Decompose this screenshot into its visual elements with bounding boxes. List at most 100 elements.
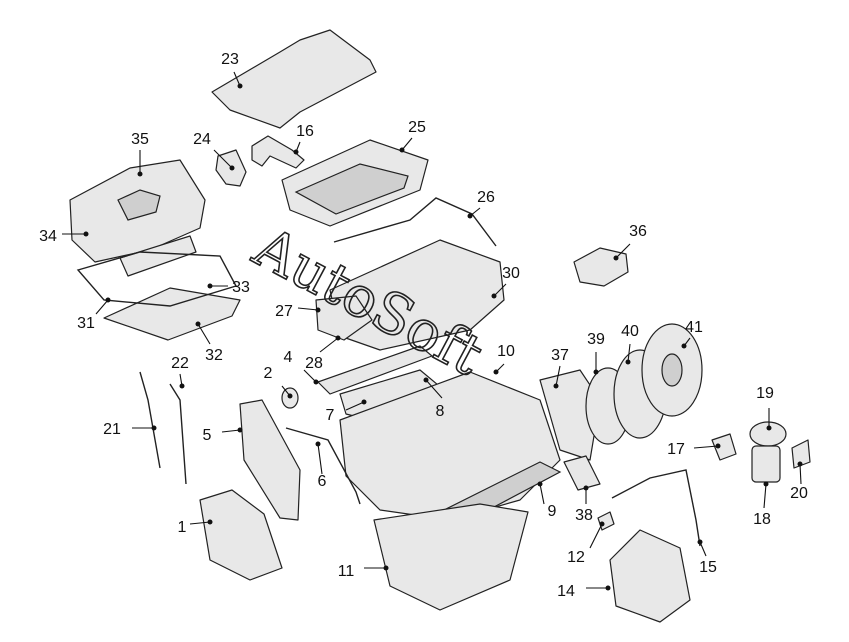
callout-leader-32 [197, 323, 211, 345]
callout-dot-9 [537, 481, 543, 487]
callout-number-4: 4 [284, 349, 293, 366]
callout-dot-27 [315, 307, 321, 313]
callout-number-12: 12 [567, 549, 585, 566]
callout-number-37: 37 [551, 347, 569, 364]
callout-number-2: 2 [264, 365, 273, 382]
upper-hose-part [251, 135, 305, 169]
callout-leader-37 [555, 365, 561, 387]
callout-dot-39 [593, 369, 599, 375]
small-bracket-part [791, 439, 811, 469]
callout-dot-4 [313, 379, 319, 385]
callout-leader-4 [303, 369, 317, 383]
intake-frame-part [76, 251, 238, 307]
callout-leader-17 [693, 445, 719, 449]
callout-number-6: 6 [318, 473, 327, 490]
filter-head-part [749, 421, 787, 447]
callout-dot-32 [195, 321, 201, 327]
callout-leader-6 [317, 443, 323, 475]
engine-cover-part [211, 29, 377, 129]
callout-dot-1 [207, 519, 213, 525]
timing-belt-part [285, 427, 361, 505]
bracket-part [563, 455, 601, 491]
callout-dot-10 [493, 369, 499, 375]
callout-number-19: 19 [756, 385, 774, 402]
callout-number-41: 41 [685, 319, 703, 336]
callout-dot-14 [605, 585, 611, 591]
callout-leader-8 [425, 379, 443, 399]
callout-number-20: 20 [790, 485, 808, 502]
callout-dot-11 [383, 565, 389, 571]
callout-dot-12 [599, 521, 605, 527]
callout-dot-6 [315, 441, 321, 447]
callout-dot-7 [361, 399, 367, 405]
callout-leader-28 [319, 337, 339, 353]
callout-number-15: 15 [699, 559, 717, 576]
fuel-filter-cap-part [711, 433, 737, 461]
gasket-plate-part [103, 287, 241, 341]
callout-leader-15 [699, 541, 707, 557]
callout-number-24: 24 [193, 131, 211, 148]
callout-number-23: 23 [221, 51, 239, 68]
callout-number-32: 32 [205, 347, 223, 364]
dipstick-part [139, 371, 161, 469]
callout-number-18: 18 [753, 511, 771, 528]
callout-leader-5 [221, 429, 241, 433]
callout-number-22: 22 [171, 355, 189, 372]
callout-number-25: 25 [408, 119, 426, 136]
flywheel-hub-part [661, 353, 683, 387]
callout-leader-27 [297, 307, 319, 311]
timing-cover-part [239, 399, 301, 521]
callout-dot-8 [423, 377, 429, 383]
intake-hose-part [119, 235, 197, 277]
callout-dot-18 [763, 481, 769, 487]
callout-dot-36 [613, 255, 619, 261]
fuel-line-part [611, 469, 701, 547]
callout-number-26: 26 [477, 189, 495, 206]
callout-number-31: 31 [77, 315, 95, 332]
callout-number-33: 33 [232, 279, 250, 296]
callout-dot-28 [335, 335, 341, 341]
callout-leader-12 [589, 523, 603, 549]
callout-dot-22 [179, 383, 185, 389]
callout-dot-19 [766, 425, 772, 431]
callout-dot-34 [83, 231, 89, 237]
intercooler-fins-part [294, 163, 409, 215]
callout-number-27: 27 [275, 303, 293, 320]
callout-leader-40 [627, 343, 631, 363]
callout-leader-20 [799, 463, 802, 485]
callout-number-36: 36 [629, 223, 647, 240]
callout-number-17: 17 [667, 441, 685, 458]
callout-dot-35 [137, 171, 143, 177]
callout-dot-31 [105, 297, 111, 303]
callout-number-16: 16 [296, 123, 314, 140]
callout-leader-18 [763, 483, 767, 509]
injection-pump-part [609, 529, 691, 623]
callout-dot-24 [229, 165, 235, 171]
callout-dot-21 [151, 425, 157, 431]
callout-number-14: 14 [557, 583, 575, 600]
manifold-part [315, 295, 373, 341]
callout-number-35: 35 [131, 131, 149, 148]
callout-dot-2 [287, 393, 293, 399]
callout-number-39: 39 [587, 331, 605, 348]
callout-leader-7 [345, 401, 365, 411]
camshaft-part [317, 345, 433, 395]
callout-number-9: 9 [548, 503, 557, 520]
callout-dot-23 [237, 83, 243, 89]
oil-pump-part [199, 489, 283, 581]
fuel-filter-part [751, 445, 781, 483]
callout-number-21: 21 [103, 421, 121, 438]
callout-number-5: 5 [203, 427, 212, 444]
callout-dot-26 [467, 213, 473, 219]
callout-number-7: 7 [326, 407, 335, 424]
callout-leader-25 [401, 137, 413, 151]
callout-number-8: 8 [436, 403, 445, 420]
callout-leader-36 [615, 243, 631, 259]
callout-dot-30 [491, 293, 497, 299]
callout-leader-24 [213, 149, 233, 169]
boost-pipe-part [333, 197, 497, 247]
callout-number-10: 10 [497, 343, 515, 360]
callout-dot-5 [237, 427, 243, 433]
callout-leader-9 [539, 483, 545, 505]
